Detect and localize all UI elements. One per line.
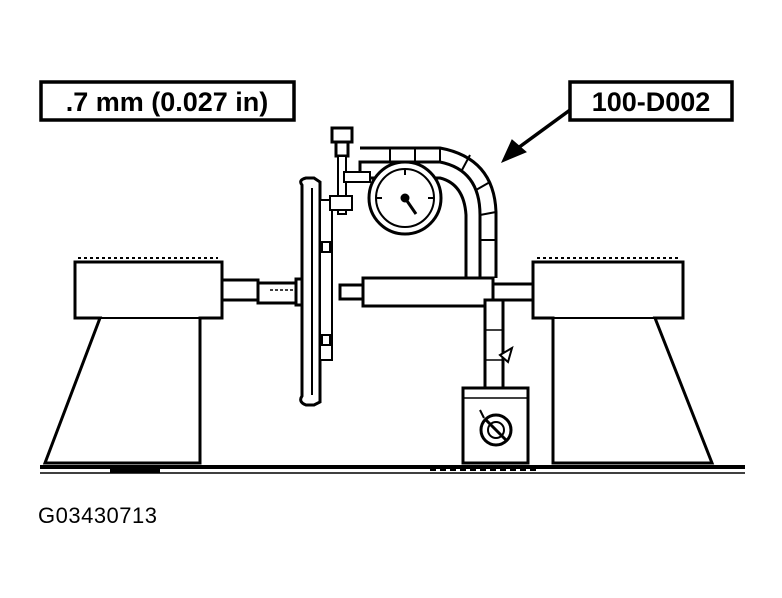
tool-callout: 100-D002 (568, 80, 734, 122)
measurement-callout: .7 mm (0.027 in) (39, 80, 296, 122)
dial-indicator-icon (329, 126, 443, 236)
flywheel (299, 176, 333, 407)
left-v-block (42, 257, 224, 465)
tool-label: 100-D002 (592, 87, 711, 117)
figure-id: G03430713 (38, 503, 158, 528)
right-v-block (531, 257, 715, 465)
bench-surface (40, 465, 745, 474)
callout-arrow-icon (501, 108, 572, 163)
magnetic-base-icon (461, 386, 530, 465)
indicator-stand (358, 146, 514, 390)
measurement-label: .7 mm (0.027 in) (66, 87, 269, 117)
